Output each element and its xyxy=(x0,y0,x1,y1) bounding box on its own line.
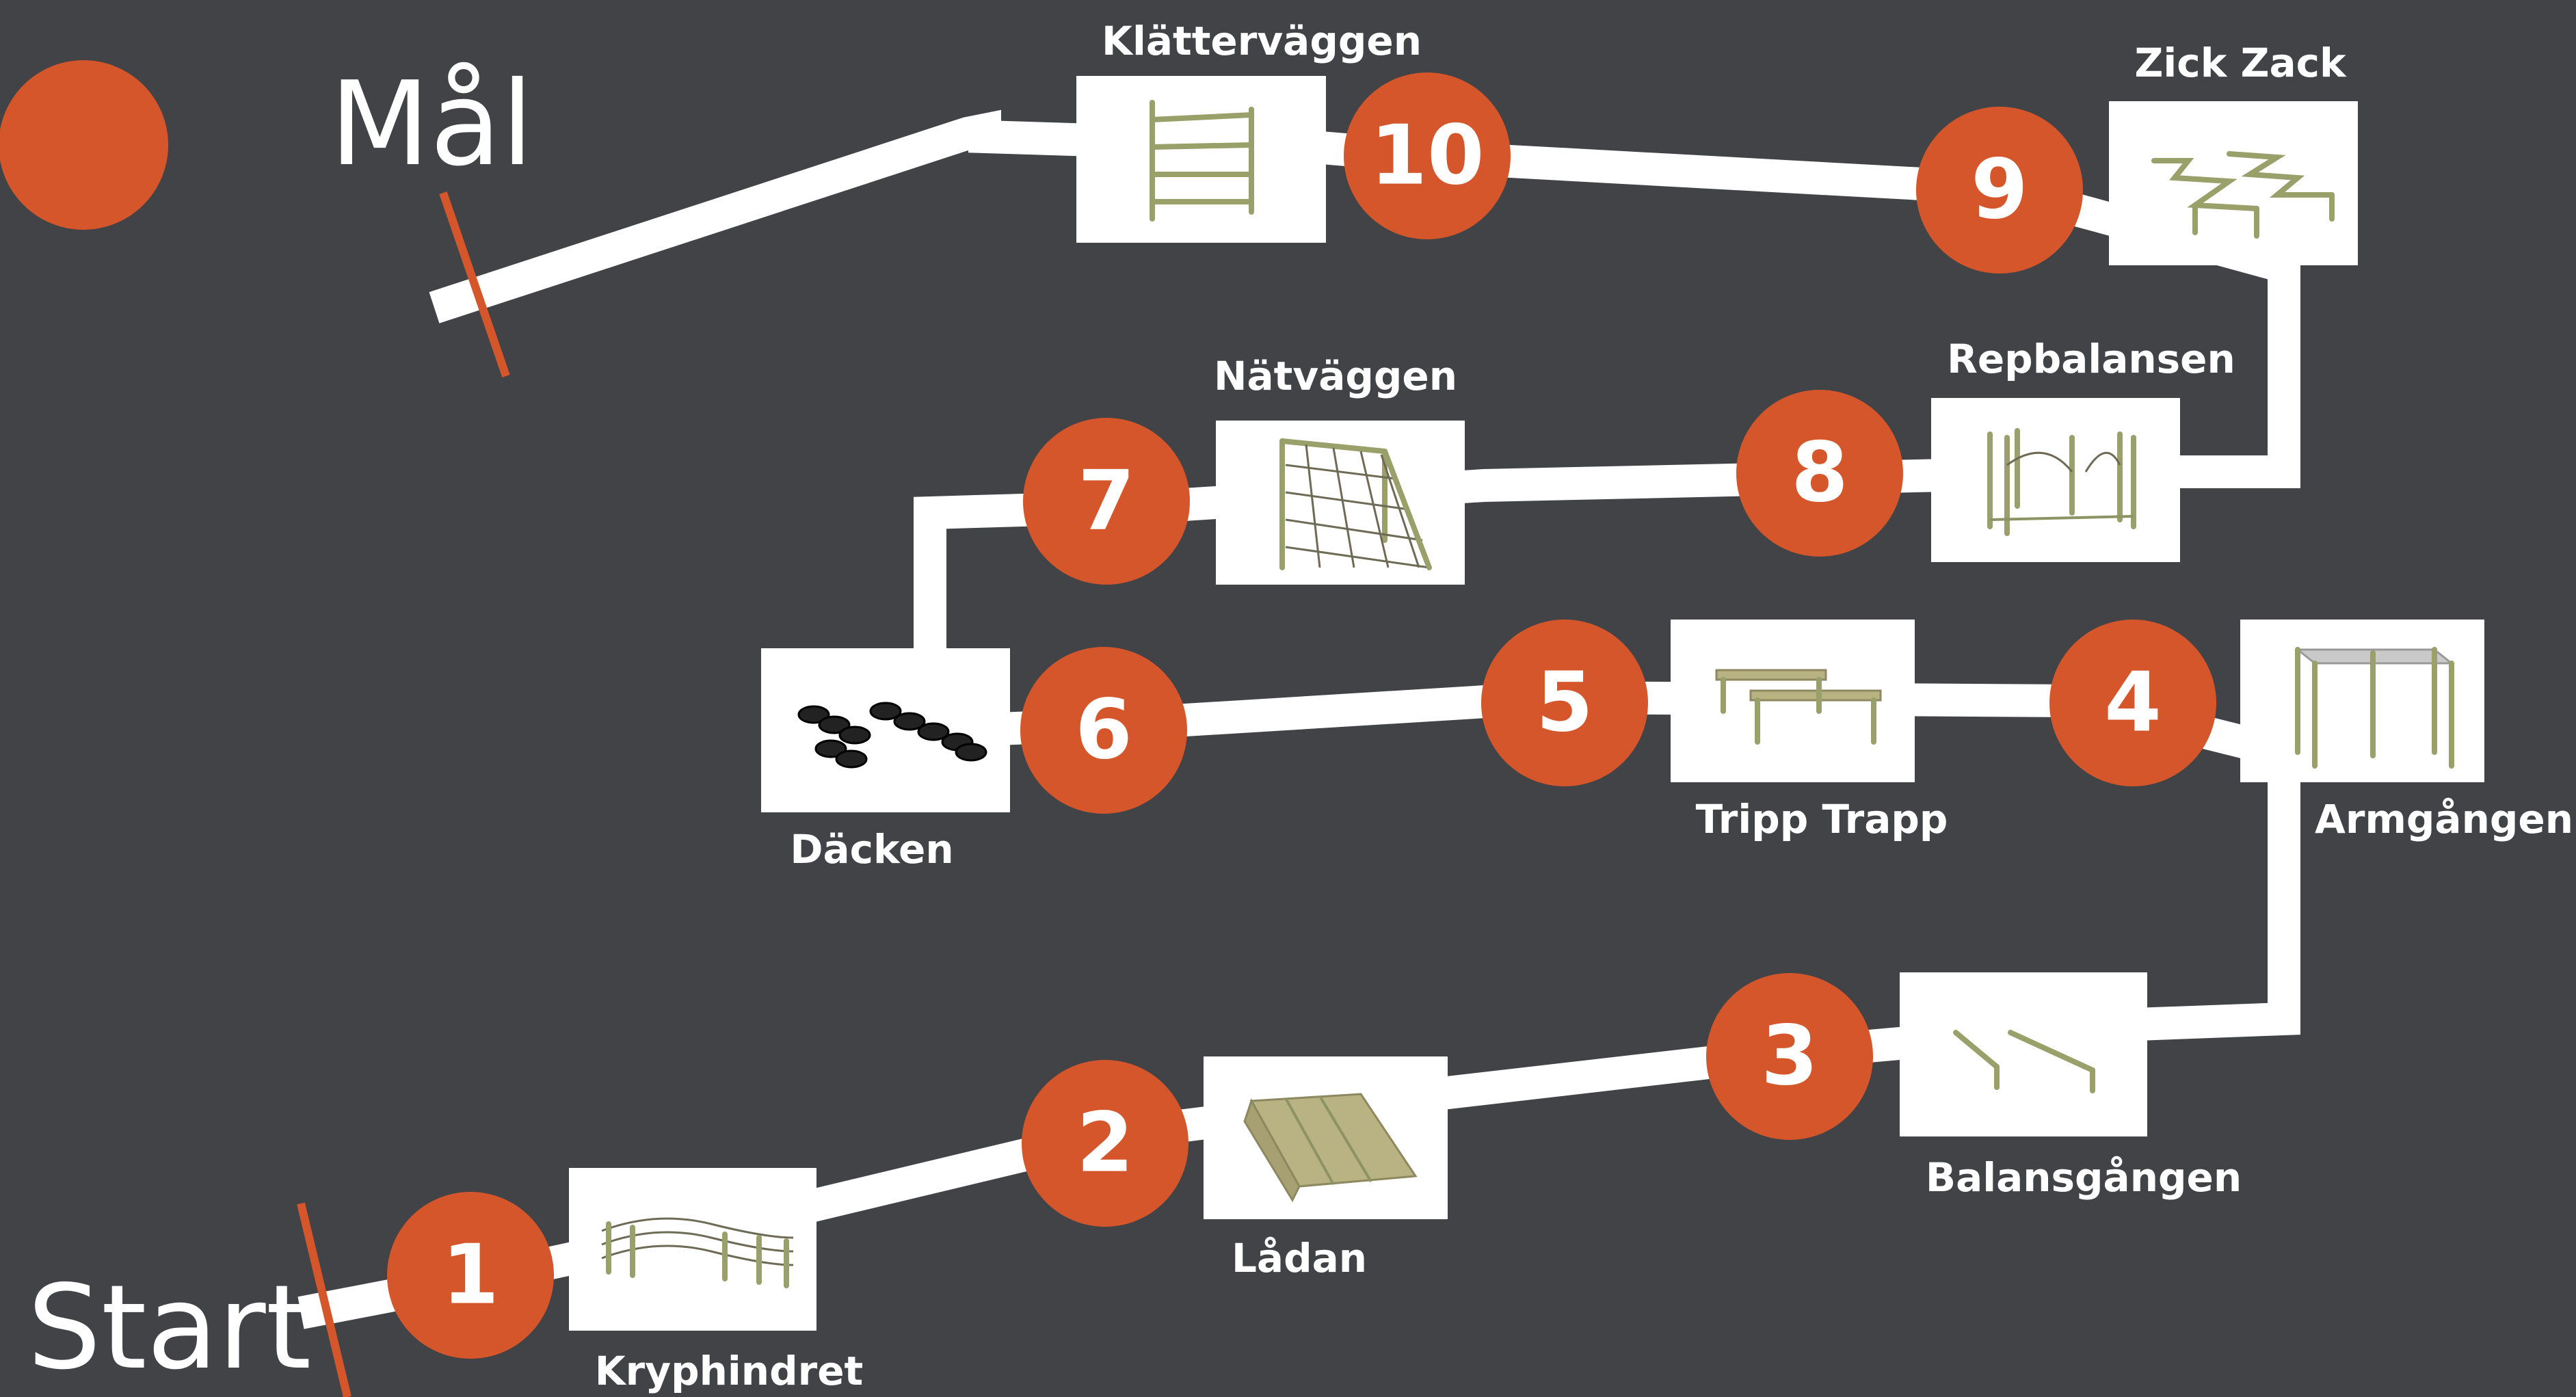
goal-label: Mål xyxy=(330,57,533,192)
station-4-label: Armgången xyxy=(2315,796,2573,842)
station-3-label: Balansgången xyxy=(1926,1154,2242,1201)
goal-line xyxy=(439,191,510,377)
tires-icon xyxy=(797,702,987,769)
goal-dot xyxy=(0,60,168,230)
zigzag-beam-icon xyxy=(2151,151,2335,239)
station-3-number: 3 xyxy=(1761,1009,1818,1104)
station-4-number: 4 xyxy=(2104,656,2162,751)
station-2-label: Lådan xyxy=(1232,1235,1367,1281)
station-9-number: 9 xyxy=(1971,143,2028,238)
station-5[interactable]: 5 Tripp Trapp xyxy=(1481,620,1948,842)
station-2-number: 2 xyxy=(1076,1096,1134,1191)
station-10-number: 10 xyxy=(1370,109,1485,204)
net-wall-icon xyxy=(1279,438,1432,570)
station-1-label: Kryphindret xyxy=(595,1348,864,1394)
station-8-label: Repbalansen xyxy=(1947,336,2235,382)
station-6-number: 6 xyxy=(1075,683,1132,778)
step-hurdle-icon xyxy=(1715,669,1882,745)
station-9-label: Zick Zack xyxy=(2134,40,2347,86)
station-10[interactable]: 10 Klätterväggen xyxy=(1076,18,1511,243)
monkey-bars-icon xyxy=(2294,647,2455,769)
station-7-label: Nätväggen xyxy=(1214,353,1457,399)
station-7[interactable]: 7 Nätväggen xyxy=(1023,353,1465,585)
station-8-number: 8 xyxy=(1791,426,1848,521)
station-8[interactable]: 8 Repbalansen xyxy=(1736,336,2235,562)
station-2[interactable]: 2 Lådan xyxy=(1022,1056,1448,1281)
balance-beam-icon xyxy=(1953,1030,2095,1093)
station-5-label: Tripp Trapp xyxy=(1696,796,1948,842)
climbing-wall-icon xyxy=(1150,100,1254,222)
box-ramp-icon xyxy=(1243,1093,1418,1203)
station-6[interactable]: 6 Däcken xyxy=(761,647,1187,873)
crawl-obstacle-icon xyxy=(601,1217,794,1288)
station-6-label: Däcken xyxy=(790,826,953,873)
start-line xyxy=(297,1202,351,1397)
station-1[interactable]: 1 Kryphindret xyxy=(387,1168,863,1394)
start-label: Start xyxy=(27,1260,311,1396)
station-10-label: Klätterväggen xyxy=(1102,18,1422,64)
station-1-number: 1 xyxy=(442,1228,499,1323)
station-4[interactable]: 4 Armgången xyxy=(2049,620,2573,842)
rope-balance-icon xyxy=(1987,428,2136,536)
station-5-number: 5 xyxy=(1536,656,1593,751)
station-9[interactable]: 9 Zick Zack xyxy=(1916,40,2358,274)
station-3[interactable]: 3 Balansgången xyxy=(1706,972,2242,1201)
station-7-number: 7 xyxy=(1078,454,1135,549)
